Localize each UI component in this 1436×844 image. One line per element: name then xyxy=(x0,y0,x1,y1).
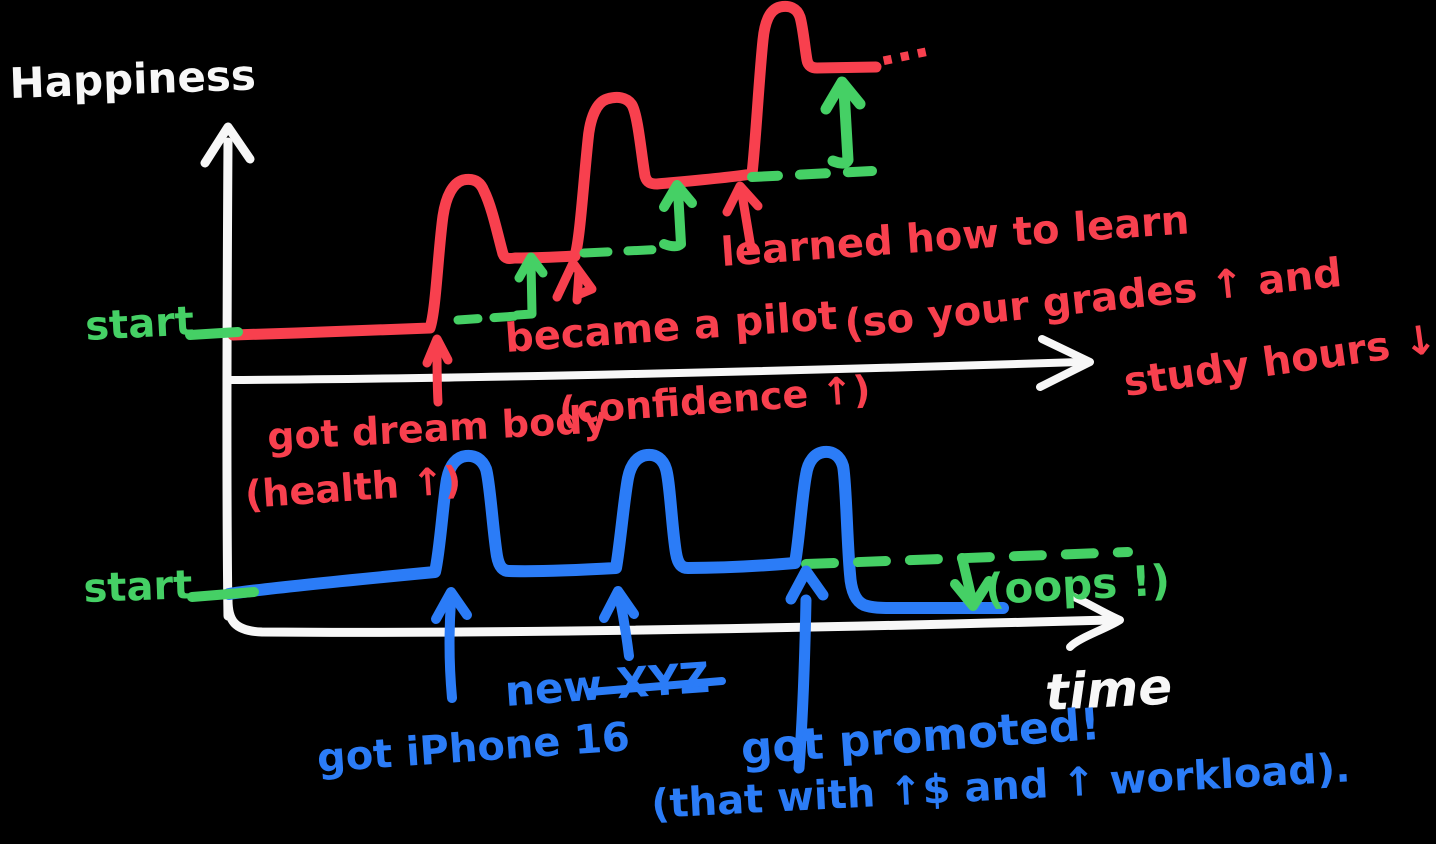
blue-event-marker-2 xyxy=(599,586,639,661)
blue-event-2-label: new XYZ xyxy=(503,653,711,716)
top-x-axis xyxy=(227,335,1094,391)
red-event-marker-1 xyxy=(422,334,453,407)
red-curve-continuation-dots: ... xyxy=(871,13,934,77)
blue-event-1-label: got iPhone 16 xyxy=(315,714,631,782)
bottom-x-axis xyxy=(223,592,1124,651)
red-event-arrow-3-head-icon xyxy=(722,181,763,217)
xyz-strikethrough xyxy=(586,677,726,696)
y-axis-line xyxy=(222,137,233,621)
red-event-1-label: got dream body (health ↑) xyxy=(244,397,609,517)
blue-event-arrow-3-stem xyxy=(793,594,812,774)
green-step-2 xyxy=(579,180,697,258)
blue-event-arrow-1-stem xyxy=(444,596,457,703)
y-axis-label: Happiness xyxy=(9,50,257,108)
green-step-arrow-1-head-icon xyxy=(514,252,548,283)
oops-label: (oops !) xyxy=(984,555,1171,614)
red-happiness-curve xyxy=(227,0,882,341)
green-oops-arrow-head-icon xyxy=(950,576,994,611)
top-x-axis-line xyxy=(227,358,1084,384)
red-event-arrow-2-stem xyxy=(572,267,584,305)
bottom-x-axis-line xyxy=(223,595,1115,637)
y-axis xyxy=(200,122,255,621)
blue-event-arrow-1-head-icon xyxy=(431,587,472,624)
green-step-arrow-2-head-icon xyxy=(659,180,697,212)
green-step-arrow-2 xyxy=(659,186,686,252)
green-step-arrow-3 xyxy=(827,84,854,169)
red-event-marker-3 xyxy=(722,181,763,253)
top-start-tick xyxy=(185,327,243,340)
top-start-label: start xyxy=(84,298,195,350)
red-event-1-line2: (health ↑) xyxy=(244,458,463,517)
bottom-x-axis-arrowhead-icon xyxy=(1066,592,1124,651)
blue-event-arrow-2-stem xyxy=(615,595,634,661)
red-event-arrow-1-head-icon xyxy=(422,334,453,368)
blue-event-marker-1 xyxy=(431,587,472,703)
red-event-marker-2 xyxy=(552,258,597,305)
red-event-1-line1: got dream body xyxy=(266,397,608,459)
red-event-arrow-1-stem xyxy=(432,342,443,407)
x-axis-label: time xyxy=(1044,657,1174,722)
green-dashed-baseline-ext-3 xyxy=(747,166,877,182)
red-event-2-label: became a pilot (confidence ↑) xyxy=(503,293,871,433)
bottom-start-label: start xyxy=(83,562,193,612)
red-event-arrow-3-stem xyxy=(737,189,756,253)
green-dashed-baseline-ext-1 xyxy=(453,311,523,325)
green-step-arrow-1 xyxy=(512,258,537,320)
green-dashed-baseline-ext-2 xyxy=(579,244,673,258)
blue-event-3-label: got promoted! (that with ↑$ and ↑ worklo… xyxy=(650,699,1351,828)
red-event-3-line2: (so your grades ↑ and xyxy=(842,250,1344,348)
top-x-axis-arrowhead-icon xyxy=(1036,335,1094,391)
blue-event-arrow-3-head-icon xyxy=(785,565,829,605)
green-step-1 xyxy=(453,252,548,325)
green-step-arrow-3-head-icon xyxy=(820,76,866,115)
green-oops-group xyxy=(801,547,1133,611)
red-event-3-line3: study hours ↓) xyxy=(1121,314,1436,406)
green-step-3 xyxy=(747,76,877,182)
blue-happiness-curve xyxy=(223,445,1009,614)
red-event-3-line1: learned how to learn xyxy=(719,197,1190,276)
blue-event-marker-3 xyxy=(785,565,829,774)
blue-event-arrow-2-head-icon xyxy=(599,586,639,623)
bottom-start-tick xyxy=(187,587,259,602)
y-axis-arrowhead-icon xyxy=(200,122,255,168)
red-event-2-line1: became a pilot xyxy=(503,293,838,362)
